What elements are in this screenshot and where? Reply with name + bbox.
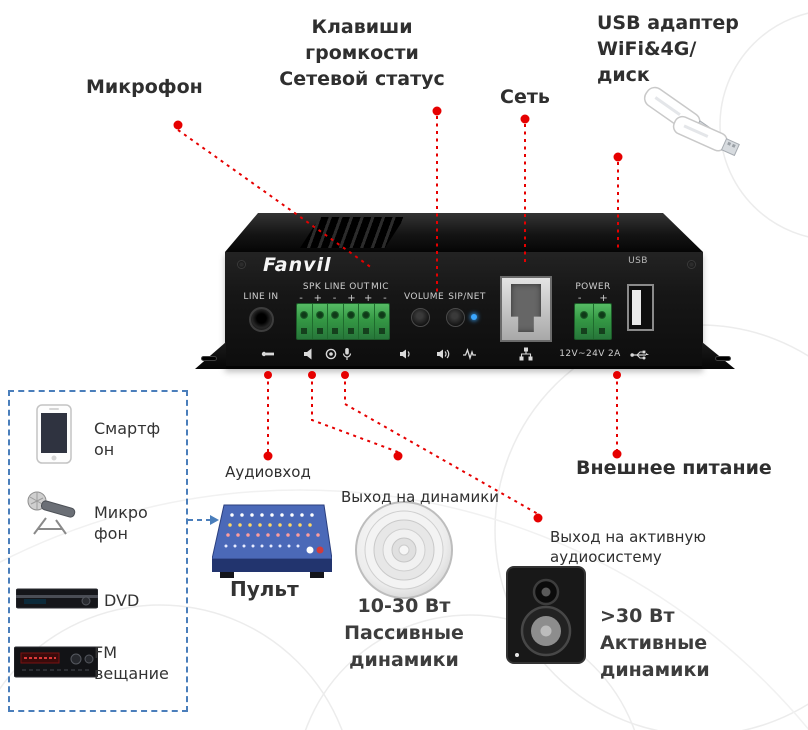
power-rating-label: 12V~24V 2A [559, 349, 621, 359]
usb-dongle-image [643, 86, 740, 157]
fanvil-logo: Fanvil [263, 254, 332, 276]
vent-grooves [300, 217, 405, 248]
spk-label: SPK [302, 282, 322, 292]
screw-slot [201, 356, 217, 361]
line-in-icon [261, 347, 275, 361]
callout-passive-speakers: 10-30 Вт Пассивные динамики [328, 593, 480, 674]
screw-icon [237, 260, 246, 269]
device-top-face [225, 213, 703, 252]
ethernet-port [500, 276, 552, 342]
callout-active-speakers: >30 Вт Активные динамики [600, 603, 710, 684]
active-line2: Активные [600, 632, 708, 654]
callout-mixer: Пульт [230, 577, 299, 601]
polarity-mark: + [313, 293, 322, 304]
callout-usb-adapter: USB адаптер WiFi&4G/диск [597, 12, 739, 86]
screw-icon [687, 260, 696, 269]
line-in-jack [249, 307, 274, 332]
terminal-pin [594, 304, 612, 339]
sip-net-label: SIP/NET [448, 292, 486, 302]
passive-line3: динамики [349, 649, 459, 671]
callout-volume-keys: Клавиши громкости [305, 16, 419, 64]
passive-line2: Пассивные [344, 622, 464, 644]
speaker-icon [303, 347, 317, 361]
smartphone-image [36, 404, 72, 464]
source-smartphone-label: Смартфон [94, 419, 161, 459]
usb-port [627, 284, 654, 331]
line-out-label: LINE OUT [324, 282, 370, 292]
callout-network-status: Сетевой статус [279, 68, 445, 90]
passive-line1: 10-30 Вт [357, 595, 451, 617]
source-microphone-label: Микрофон [94, 503, 148, 543]
terminal-pin [313, 304, 328, 339]
sip-net-button [446, 308, 465, 327]
power-polarity: - + [577, 293, 609, 304]
terminal-pin [575, 304, 594, 339]
terminal-polarity-row: - + - + + - [296, 293, 390, 304]
callout-microphone: Микрофон [86, 76, 203, 98]
callout-volume-keys-network-status: Клавиши громкости Сетевой статус [262, 14, 462, 92]
callout-speaker-output: Выход на динамики [340, 488, 500, 506]
rj45-socket [511, 284, 541, 332]
line-in-label: LINE IN [243, 292, 279, 302]
callout-external-power: Внешнее питание [576, 457, 772, 479]
status-led [471, 314, 477, 320]
terminal-pin [359, 304, 375, 339]
source-fm-label: FM вещание [94, 643, 169, 683]
usb-icon [630, 348, 650, 362]
callout-active-output: Выход на активную аудиосистему [550, 528, 706, 566]
active-speaker-image [506, 566, 586, 664]
volume-up-icon [437, 347, 451, 361]
terminal-pin [375, 304, 390, 339]
screw-slot [715, 356, 731, 361]
polarity-mark: + [347, 293, 356, 304]
active-line3: динамики [600, 659, 710, 681]
microphone-image [27, 491, 76, 535]
active-line1: >30 Вт [600, 605, 675, 627]
callout-network: Сеть [500, 86, 550, 108]
polarity-mark: - [332, 293, 337, 304]
source-dvd-label: DVD [104, 591, 140, 610]
mixer-console-image [212, 504, 332, 578]
terminal-pin [328, 304, 344, 339]
audio-sources-box: Смартфон Микрофон DVD FM вещание [8, 390, 188, 712]
line-out-icon [324, 347, 338, 361]
volume-down-icon [399, 347, 413, 361]
power-terminal-block [574, 303, 612, 340]
usb-tongue [632, 290, 641, 325]
volume-label: VOLUME [403, 292, 445, 302]
volume-button [411, 308, 430, 327]
mic-label: MIC [371, 282, 389, 292]
polarity-mark: - [299, 293, 303, 304]
signal-icon [463, 347, 477, 361]
callout-audio-input: Аудиовход [225, 463, 311, 481]
speaker-terminal-block [296, 303, 390, 340]
ceiling-speaker-image [355, 501, 453, 599]
terminal-pin [297, 304, 313, 339]
dvd-player-image [16, 588, 98, 609]
usb-label: USB [628, 256, 648, 266]
terminal-pin [344, 304, 359, 339]
fm-radio-image [14, 646, 98, 678]
polarity-mark: + [363, 293, 373, 304]
network-icon [519, 347, 533, 361]
power-label: POWER [575, 282, 611, 292]
device-front-panel: Fanvil LINE IN SPK LINE OUT MIC - + - + … [225, 252, 703, 369]
fanvil-gateway-device: Fanvil LINE IN SPK LINE OUT MIC - + - + … [195, 213, 735, 375]
mic-icon [340, 347, 354, 361]
polarity-mark: - [383, 293, 387, 304]
